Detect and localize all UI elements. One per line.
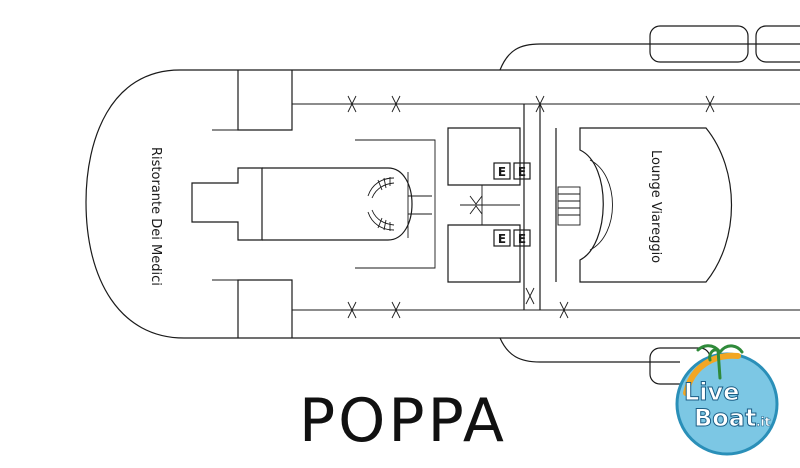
- door-symbols: [347, 95, 715, 319]
- label-lounge: Lounge Viareggio: [648, 150, 663, 263]
- elevator-group-top: E E: [493, 162, 531, 180]
- liveboat-logo: Live Boat .it: [675, 344, 779, 456]
- central-island: [262, 167, 413, 241]
- palm-tree-icon: [696, 344, 744, 380]
- logo-sun-arc: [683, 352, 741, 396]
- staircase-lower: [367, 209, 395, 231]
- svg-text:E: E: [498, 232, 506, 246]
- svg-text:E: E: [498, 165, 506, 179]
- lifeboats-top: [499, 25, 800, 71]
- buffet-counter: [191, 167, 263, 241]
- main-stairwell: [557, 186, 581, 226]
- logo-text-live: Live: [684, 378, 739, 406]
- shaft-walls: [523, 104, 557, 310]
- corner-block-bottom: [237, 279, 293, 338]
- elevator-lobby-bottom: [447, 224, 521, 283]
- elevator-group-bottom: E E: [493, 229, 531, 247]
- staircase-upper: [367, 177, 395, 199]
- logo-text-boat: Boat: [694, 404, 756, 432]
- label-ristorante: Ristorante Dei Medici: [148, 147, 163, 286]
- svg-text:E: E: [518, 165, 526, 179]
- galley-partition: [355, 139, 436, 269]
- hull-outline: [85, 69, 800, 339]
- stern-label: POPPA: [299, 386, 507, 456]
- logo-text-domain: .it: [756, 415, 771, 429]
- lounge-stage: [589, 159, 613, 251]
- svg-text:E: E: [518, 232, 526, 246]
- lounge-outline: [579, 127, 733, 283]
- central-corridor: [460, 185, 520, 225]
- corner-block-top: [237, 70, 293, 131]
- elevator-lobby-top: [447, 127, 521, 186]
